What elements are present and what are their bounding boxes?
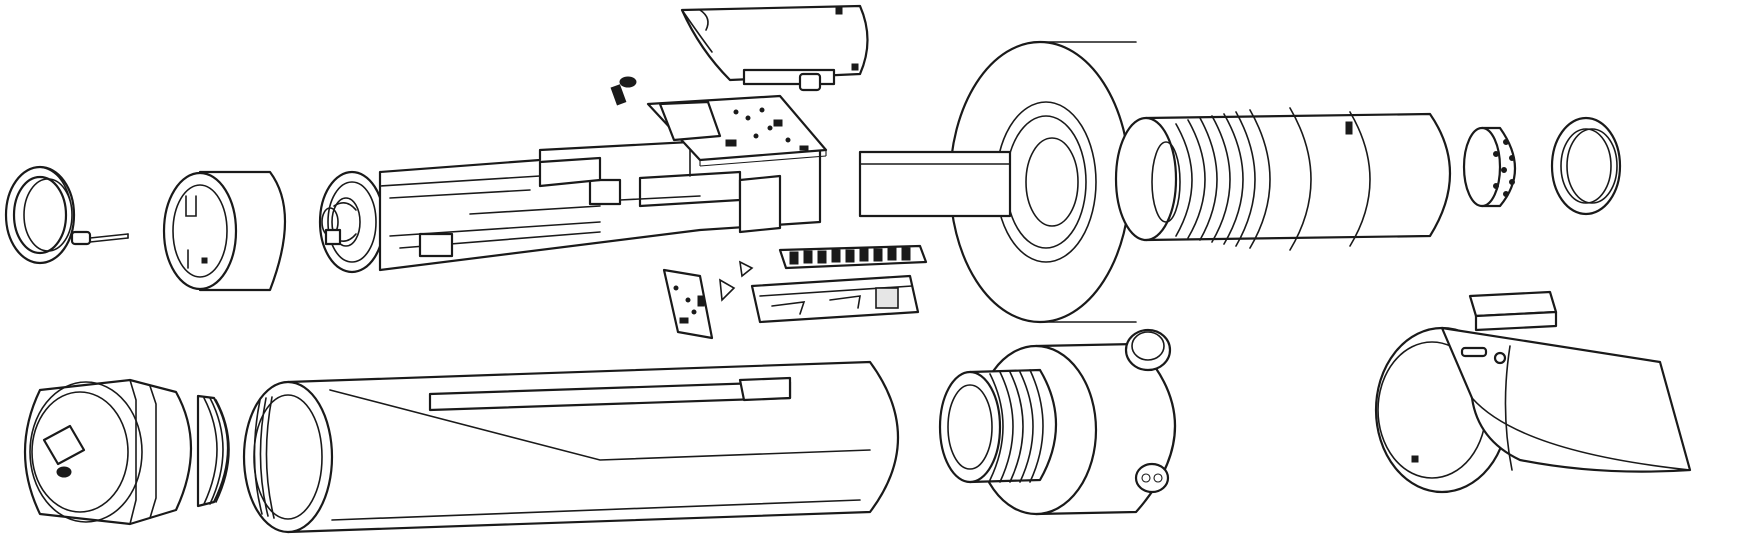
main-tube <box>242 360 900 534</box>
screw <box>610 76 637 106</box>
clip-rail <box>1374 326 1692 494</box>
connector-bar <box>750 274 920 324</box>
threaded-collar <box>938 328 1176 516</box>
top-cover <box>680 4 869 92</box>
pommel-thread-ring <box>196 394 230 508</box>
retaining-ring <box>1550 116 1622 216</box>
side-pcb <box>662 260 754 340</box>
pommel <box>23 378 193 526</box>
emitter-disc <box>948 40 1137 324</box>
main-pcb <box>646 94 828 167</box>
pin-contact <box>70 230 129 246</box>
center-shaft <box>858 150 1012 218</box>
led-board <box>778 244 928 270</box>
lens-ring <box>4 165 76 265</box>
end-cap <box>162 170 287 292</box>
threaded-barrel <box>1114 107 1452 251</box>
small-block <box>1468 290 1558 332</box>
switch-hub <box>318 170 386 274</box>
vent-cap <box>1462 126 1517 208</box>
